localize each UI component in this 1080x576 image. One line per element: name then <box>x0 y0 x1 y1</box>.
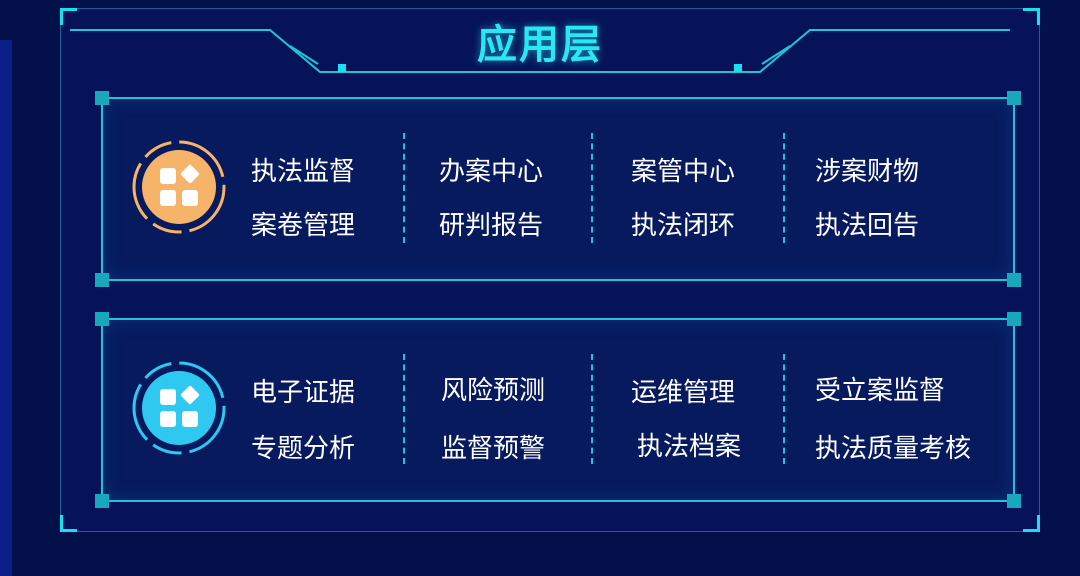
app-item-执法监督[interactable]: 执法监督 <box>251 157 356 187</box>
column-divider <box>783 354 785 464</box>
column-divider <box>591 133 593 243</box>
app-item-执法档案[interactable]: 执法档案 <box>637 432 742 462</box>
page-title: 应用层 <box>477 22 603 68</box>
panel-corner <box>95 273 109 287</box>
app-item-案卷管理[interactable]: 案卷管理 <box>251 211 356 241</box>
app-item-执法回告[interactable]: 执法回告 <box>815 211 920 241</box>
frame-corner <box>1023 515 1040 532</box>
app-item-案管中心[interactable]: 案管中心 <box>631 157 736 187</box>
panel-corner <box>95 91 109 105</box>
app-item-执法闭环[interactable]: 执法闭环 <box>631 211 736 241</box>
frame-corner <box>60 515 77 532</box>
app-item-风险预测[interactable]: 风险预测 <box>441 376 546 406</box>
column-divider <box>591 354 593 464</box>
application-panel-1: 执法监督 案卷管理 办案中心 研判报告 案管中心 执法闭环 涉案财物 执法回告 <box>95 91 1021 287</box>
column-divider <box>783 133 785 243</box>
app-item-电子证据[interactable]: 电子证据 <box>251 378 356 408</box>
app-item-涉案财物[interactable]: 涉案财物 <box>815 157 920 187</box>
app-item-办案中心[interactable]: 办案中心 <box>439 157 544 187</box>
app-item-受立案监督[interactable]: 受立案监督 <box>815 376 946 406</box>
frame-corner <box>1023 8 1040 25</box>
apps-grid-icon <box>132 361 226 455</box>
app-item-执法质量考核[interactable]: 执法质量考核 <box>815 434 972 464</box>
panel-corner <box>1007 91 1021 105</box>
panel-corner <box>95 312 109 326</box>
app-item-监督预警[interactable]: 监督预警 <box>441 434 546 464</box>
column-divider <box>403 354 405 464</box>
header-decoration <box>70 29 1010 73</box>
panel-corner <box>1007 312 1021 326</box>
frame-corner <box>60 8 77 25</box>
panel-corner <box>95 494 109 508</box>
app-item-专题分析[interactable]: 专题分析 <box>251 434 356 464</box>
panel-corner <box>1007 494 1021 508</box>
background-edge <box>0 40 12 576</box>
app-item-运维管理[interactable]: 运维管理 <box>631 378 736 408</box>
column-divider <box>403 133 405 243</box>
application-panel-2: 电子证据 专题分析 风险预测 监督预警 运维管理 执法档案 受立案监督 执法质量… <box>95 312 1021 508</box>
app-item-研判报告[interactable]: 研判报告 <box>439 211 544 241</box>
apps-grid-icon <box>132 140 226 234</box>
panel-corner <box>1007 273 1021 287</box>
